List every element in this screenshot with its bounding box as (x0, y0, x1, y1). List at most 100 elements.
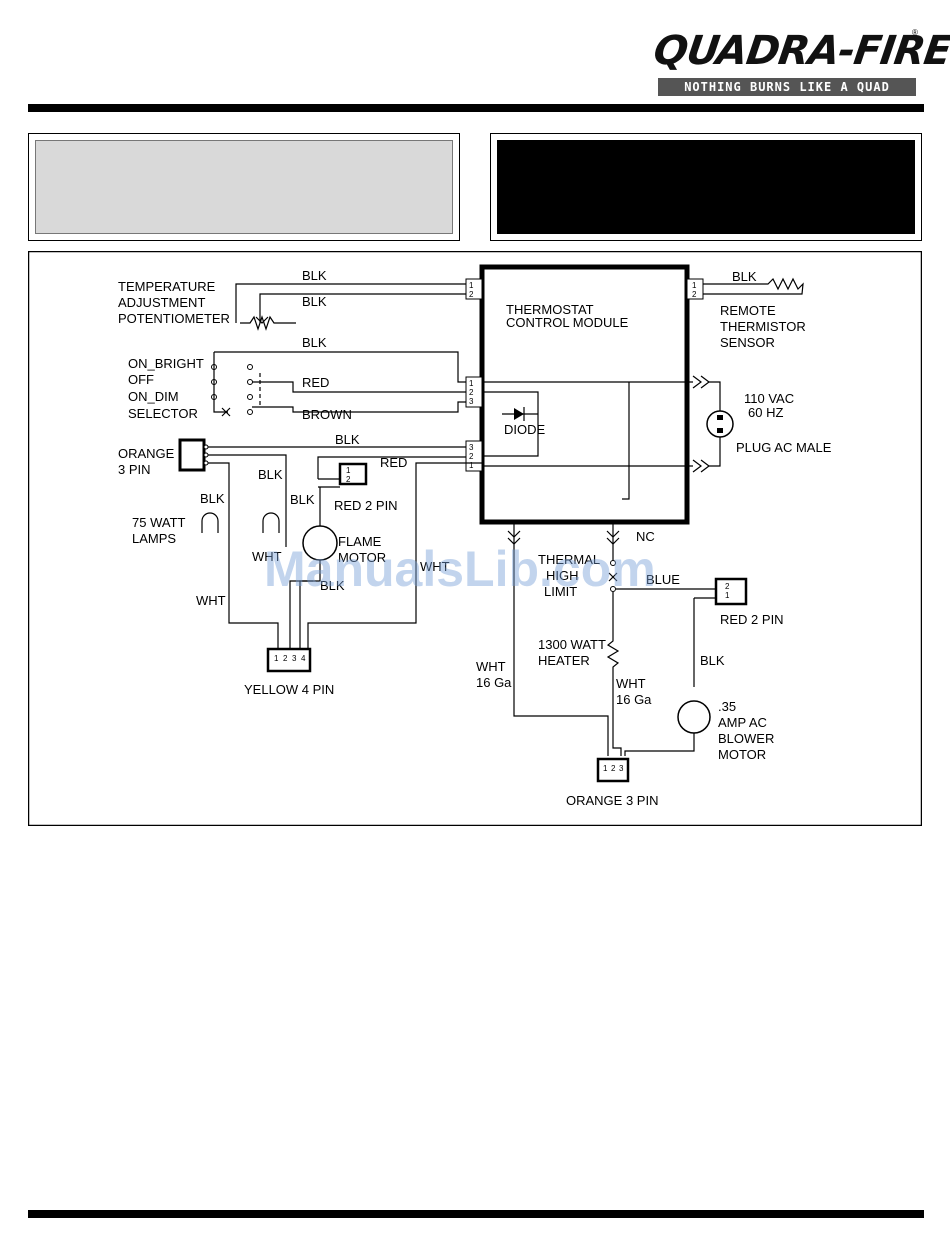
blk-pot-1: BLK (302, 268, 327, 283)
yellow-4pin-connector (266, 647, 312, 673)
logo-wordmark: QUADRA-FIRE (650, 28, 950, 74)
red-2pin-right-connector (714, 577, 748, 606)
blk-pot-2: BLK (302, 294, 327, 309)
selector-label-4: SELECTOR (128, 406, 198, 421)
temp-pot-label-3: POTENTIOMETER (118, 311, 230, 326)
diagram-wire (247, 409, 253, 415)
blk-lamp-b: BLK (200, 491, 225, 506)
header-rule (28, 104, 924, 112)
blk-motor-label: BLK (320, 578, 345, 593)
lamp-symbol-2 (262, 512, 280, 533)
orange-3pin-left-1: ORANGE (118, 446, 175, 461)
diagram-wire (203, 444, 209, 450)
blower-motor-symbol (677, 700, 711, 734)
logo-tagline: NOTHING BURNS LIKE A QUAD (658, 78, 916, 96)
diagram-label: 1 (346, 466, 351, 475)
selector-blk-wire (214, 351, 466, 383)
wht-16-left-2: 16 Ga (476, 675, 512, 690)
diagram-wire (717, 428, 723, 433)
diagram-frame (28, 251, 922, 826)
blk-lamp-c: BLK (290, 492, 315, 507)
wht-16-left-1: WHT (476, 659, 506, 674)
remote-sensor-1: REMOTE (720, 303, 776, 318)
blk-lamp-a: BLK (258, 467, 283, 482)
title-box-right (490, 133, 922, 241)
heater-label-1: 1300 WATT (538, 637, 606, 652)
lamps-label-2: LAMPS (132, 531, 176, 546)
diagram-wire (247, 394, 253, 400)
diagram-label: 4 (301, 654, 306, 663)
blower-label-2: AMP AC (718, 715, 767, 730)
diagram-wire (610, 586, 616, 592)
heater-label-2: HEATER (538, 653, 590, 668)
red-2pin-right-label: RED 2 PIN (720, 612, 784, 627)
diagram-wire (247, 379, 253, 385)
diode-wire (482, 391, 539, 457)
diagram-label: 1 (469, 379, 474, 388)
orange-3pin-left-2: 3 PIN (118, 462, 151, 477)
diagram-wire (203, 452, 209, 458)
red-mid-label: RED (380, 455, 407, 470)
registered-mark: ® (912, 28, 918, 37)
thermal-limit-3: LIMIT (544, 584, 577, 599)
wht-right-label: WHT (420, 559, 450, 574)
selector-label-3: ON_DIM (128, 389, 179, 404)
nc-label: NC (636, 529, 655, 544)
diagram-wire (717, 415, 723, 420)
thermistor-wire (703, 277, 804, 295)
diagram-label: 3 (292, 654, 297, 663)
pot-wire-1 (235, 283, 466, 323)
selector-red-wire (252, 381, 466, 393)
pot-connector (465, 278, 483, 300)
blower-label-1: .35 (718, 699, 736, 714)
lamp-wire-a (208, 462, 279, 651)
diagram-label: 2 (611, 764, 616, 773)
diagram-label: 3 (469, 397, 474, 406)
diagram-label: 2 (469, 290, 474, 299)
wht-lamp-label: WHT (252, 549, 282, 564)
heater-left-wire (513, 522, 609, 756)
diagram-wire (502, 407, 538, 421)
brown-selector-label: BROWN (302, 407, 352, 422)
lamp-wire-b (208, 454, 287, 547)
pot-wire-2 (259, 293, 466, 323)
temp-pot-label-2: ADJUSTMENT (118, 295, 205, 310)
diagram-wire (606, 530, 620, 545)
red-2pin-left-label: RED 2 PIN (334, 498, 398, 513)
diagram-wire (610, 560, 616, 566)
remote-sensor-3: SENSOR (720, 335, 775, 350)
orange-3pin-bottom-label: ORANGE 3 PIN (566, 793, 658, 808)
wht-right-wire (307, 462, 482, 651)
diagram-wire (608, 572, 618, 582)
wht-16-right-1: WHT (616, 676, 646, 691)
diagram-label: 1 (603, 764, 608, 773)
title-box-right-fill (497, 140, 915, 234)
diagram-label: 1 (692, 281, 697, 290)
quadra-fire-logo: QUADRA-FIRE ® NOTHING BURNS LIKE A QUAD (650, 28, 950, 98)
diagram-label: 1 (469, 461, 474, 470)
diode-label: DIODE (504, 422, 546, 437)
selector-common (213, 352, 228, 413)
yellow-4pin-label: YELLOW 4 PIN (244, 682, 334, 697)
heater-resistor-wire (606, 592, 622, 756)
blk-blower-label: BLK (700, 653, 725, 668)
title-box-left-fill (35, 140, 453, 234)
wiring-diagram: THERMOSTAT CONTROL MODULE 1 2 1 2 1 2 3 … (28, 251, 922, 826)
diagram-wire (624, 733, 695, 756)
blower-label-3: BLOWER (718, 731, 774, 746)
module-label-line-2: CONTROL MODULE (506, 315, 629, 330)
diagram-label: 2 (469, 452, 474, 461)
diagram-wire (247, 364, 253, 370)
diagram-wire (709, 381, 721, 467)
thermal-limit-2: HIGH (546, 568, 579, 583)
diagram-label: 2 (283, 654, 288, 663)
orange-3pin-left-connector (178, 438, 206, 472)
title-box-left (28, 133, 460, 241)
diagram-wire (693, 597, 716, 687)
thermal-limit-1: THERMAL (538, 552, 600, 567)
temp-pot-label-1: TEMPERATURE (118, 279, 216, 294)
blk-remote-label: BLK (732, 269, 757, 284)
diagram-label: 1 (469, 281, 474, 290)
lamps-label-1: 75 WATT (132, 515, 186, 530)
diagram-label: 2 (469, 388, 474, 397)
